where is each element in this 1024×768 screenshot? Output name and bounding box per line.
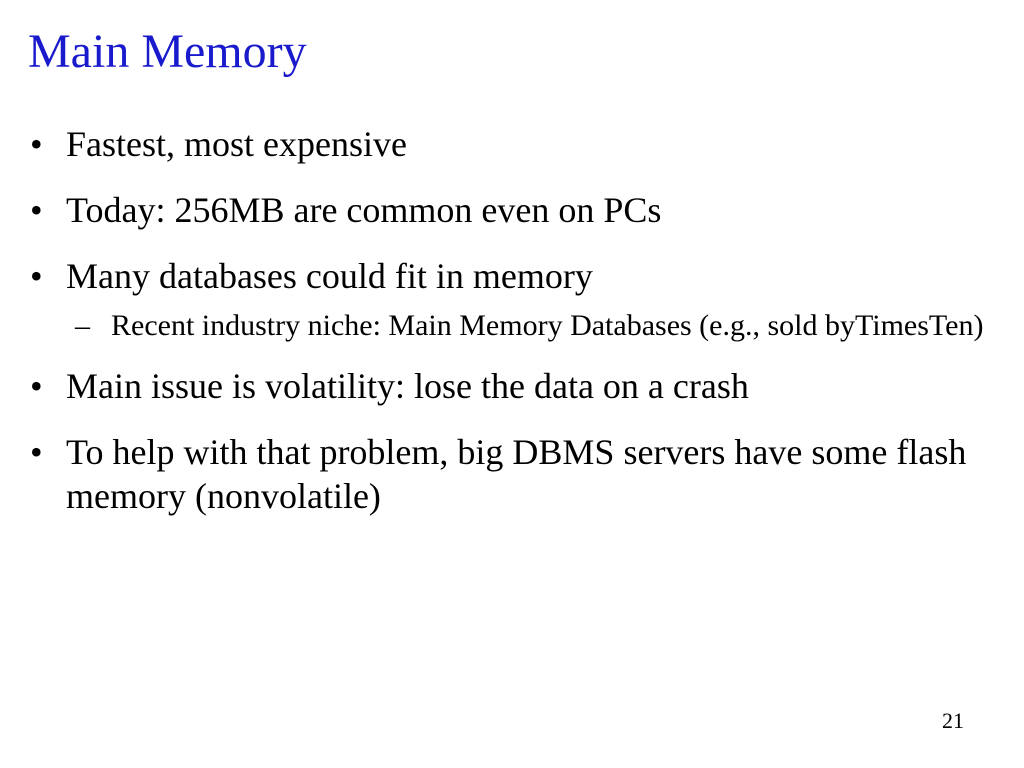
page-number: 21	[942, 708, 964, 733]
bullet-marker: •	[30, 190, 43, 230]
bullet-marker: •	[30, 366, 43, 406]
sub-bullet-item: – Recent industry niche: Main Memory Dat…	[75, 308, 1000, 344]
bullet-marker: •	[30, 432, 43, 472]
bullet-item: • Fastest, most expensive	[30, 122, 1000, 166]
slide-title: Main Memory	[28, 25, 307, 78]
sub-bullet-text: Recent industry niche: Main Memory Datab…	[111, 309, 984, 342]
bullet-text: Main issue is volatility: lose the data …	[66, 366, 749, 406]
bullet-text: Today: 256MB are common even on PCs	[66, 190, 662, 230]
bullet-item: • Main issue is volatility: lose the dat…	[30, 364, 1000, 408]
bullet-marker: •	[30, 124, 43, 164]
bullet-text: Many databases could fit in memory	[66, 256, 593, 296]
bullet-item: • Today: 256MB are common even on PCs	[30, 188, 1000, 232]
sub-bullet-marker: –	[75, 309, 90, 342]
bullet-list: • Fastest, most expensive • Today: 256MB…	[30, 122, 1000, 540]
bullet-item: • To help with that problem, big DBMS se…	[30, 430, 1000, 518]
bullet-item: • Many databases could fit in memory	[30, 254, 1000, 298]
bullet-marker: •	[30, 256, 43, 296]
bullet-text: Fastest, most expensive	[66, 124, 407, 164]
bullet-text: To help with that problem, big DBMS serv…	[66, 432, 967, 516]
